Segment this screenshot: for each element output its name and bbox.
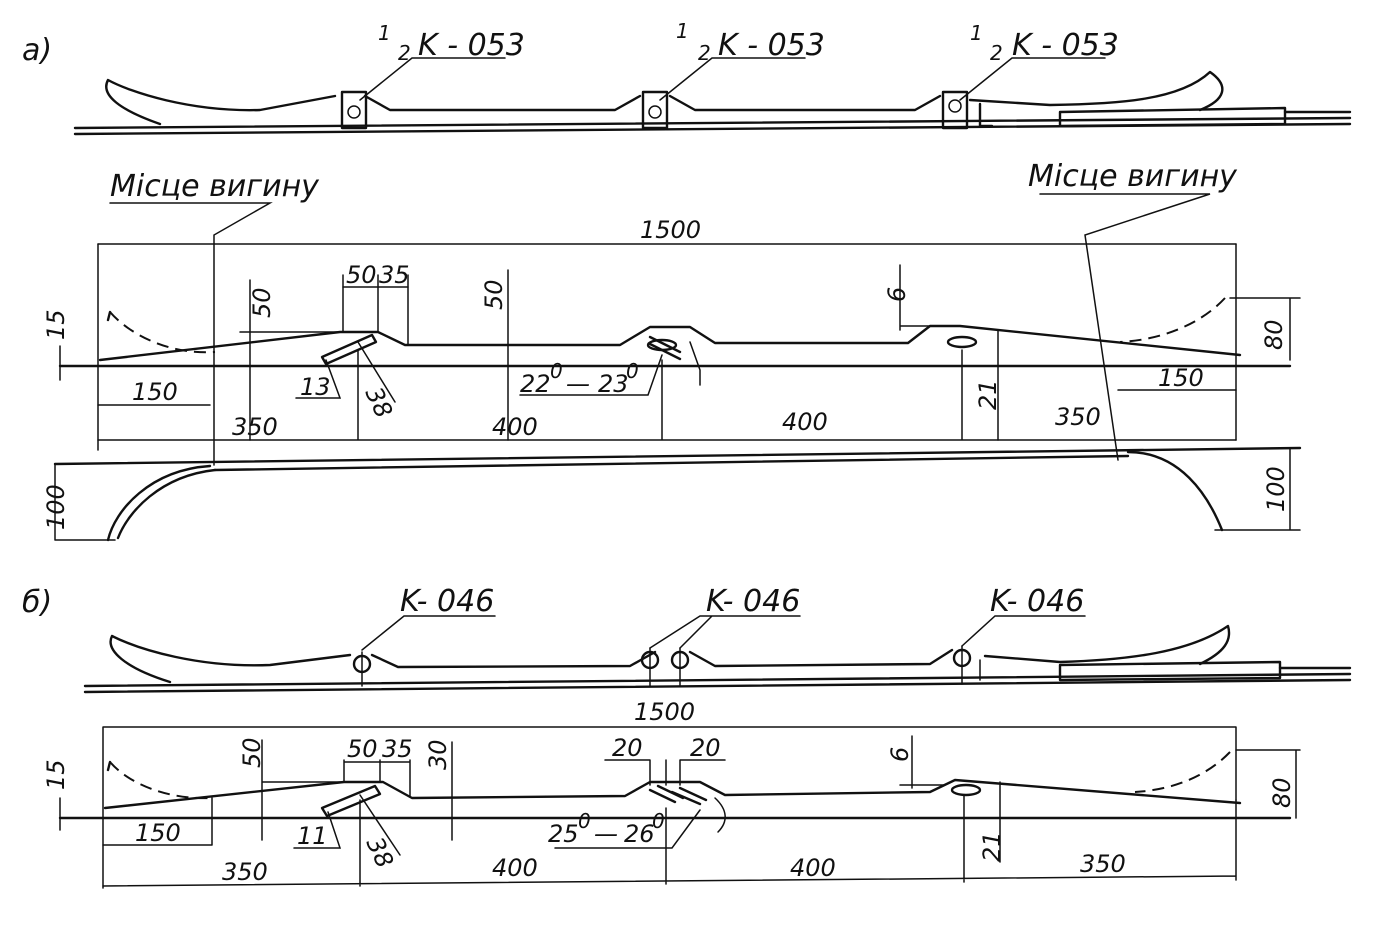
dim-b-350-right: 350 [1080,850,1126,878]
dim-b-350-left: 350 [222,858,268,886]
dim-a-350-right: 350 [1055,403,1101,431]
dim-b-38: 38 [361,833,399,873]
dim-a-angle-a: 22 [520,370,551,398]
dim-a-150-left: 150 [132,378,178,406]
ski-a-side-view [73,70,1352,136]
callout-b2-part: K- 046 [706,584,800,619]
callout-a2-num: 1 [676,19,689,43]
dim-a-400-right: 400 [782,408,828,436]
dim-b-21: 21 [978,831,1006,862]
dim-a-350-left: 350 [232,413,278,441]
dim-b-30: 30 [424,739,452,770]
dim-a-400-left: 400 [492,413,538,441]
dim-a-150-right: 150 [1158,364,1204,392]
dim-a-100-left: 100 [42,484,70,530]
ski-b-side-view [83,624,1352,694]
bend-label-right: Місце вигину [1028,159,1238,194]
profile-b: 1500 50 35 50 30 20 20 25 0 — 26 0 [42,698,1301,889]
dim-b-20-right: 20 [690,734,721,762]
dim-a-50-mid: 50 [480,279,508,310]
dim-a-angle-deg-b: 0 [626,359,639,383]
dim-b-50-top: 50 [347,735,378,763]
bend-labels-a: Місце вигину Місце вигину [109,159,1238,466]
callout-b3-part: K- 046 [990,584,1084,619]
dim-a-total: 1500 [640,216,701,244]
dim-a-15: 15 [42,309,70,340]
dim-a-38: 38 [360,383,398,423]
dim-b-400-right: 400 [790,854,836,882]
callout-a1-den: 2 [398,41,411,65]
dim-b-400-left: 400 [492,854,538,882]
dim-a-50-left: 50 [248,287,276,318]
dim-a-80: 80 [1260,319,1288,350]
callout-a1-part: K - 053 [418,28,525,63]
part-callouts-a: 1 2 K - 053 1 2 K - 053 1 2 K - 053 [359,19,1119,101]
dim-b-angle-deg-b: 0 [652,809,665,833]
dim-a-angle-b: 23 [598,370,629,398]
dim-b-11: 11 [297,822,328,850]
profile-a: 1500 50 35 50 50 6 15 80 150 150 [42,216,1301,451]
dim-a-angle-deg-a: 0 [550,359,563,383]
dim-b-angle-b: 26 [624,820,655,848]
dim-a-50-top: 50 [346,261,377,289]
dim-a-35-top: 35 [379,261,410,289]
dim-b-15: 15 [42,759,70,790]
dim-b-total: 1500 [634,698,695,726]
part-callouts-b: K- 046 K- 046 K- 046 [361,584,1086,651]
dim-a-100-right: 100 [1262,466,1290,512]
dim-b-6: 6 [886,747,914,762]
dim-a-angle-dash: — [566,370,590,398]
callout-a2-part: K - 053 [718,28,825,63]
dim-b-angle-deg-a: 0 [578,809,591,833]
dim-b-angle-dash: — [594,820,618,848]
dim-b-150: 150 [135,819,181,847]
callout-a2-den: 2 [698,41,711,65]
bend-label-left: Місце вигину [110,169,320,204]
section-b: б) K- 046 K- 046 K- 046 [22,584,1352,889]
section-b-marker: б) [22,585,52,620]
callout-a3-num: 1 [970,21,983,45]
dim-a-6: 6 [883,287,911,302]
section-a: а) 1 2 K - 053 1 2 [22,19,1352,542]
callout-a1-num: 1 [378,21,391,45]
section-a-marker: а) [22,33,52,68]
callout-b1-part: K- 046 [400,584,494,619]
dim-b-20-left: 20 [612,734,643,762]
callout-a3-part: K - 053 [1012,28,1119,63]
dim-a-13: 13 [300,373,331,401]
dim-a-21: 21 [974,379,1002,410]
dim-b-80: 80 [1268,777,1296,808]
dim-b-50-left: 50 [238,737,266,768]
dim-b-35-top: 35 [382,735,413,763]
callout-a3-den: 2 [990,41,1003,65]
dim-b-angle-a: 25 [548,820,579,848]
plan-a: 100 100 [42,446,1302,542]
